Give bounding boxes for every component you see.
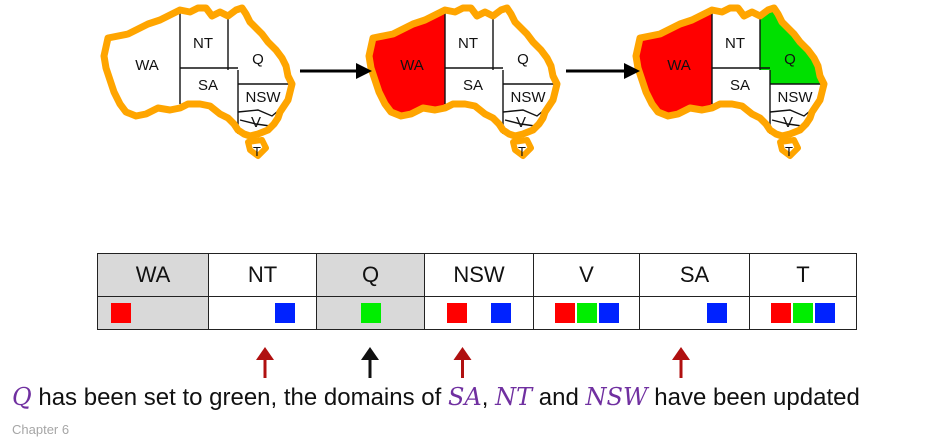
domain-cell-q bbox=[316, 296, 425, 330]
map-label-nt: NT bbox=[725, 35, 745, 52]
caption-comma: , bbox=[481, 384, 496, 411]
header-cell-sa: SA bbox=[639, 253, 750, 297]
map-label-q: Q bbox=[252, 51, 264, 68]
region-t bbox=[510, 137, 534, 159]
domain-cell-t bbox=[749, 296, 857, 330]
map-label-nt: NT bbox=[458, 35, 478, 52]
header-label: Q bbox=[361, 262, 380, 287]
map-label-wa: WA bbox=[400, 57, 424, 74]
caption-text-2: have been updated bbox=[647, 384, 860, 411]
transition-arrowhead-1 bbox=[356, 63, 372, 79]
domain-cell-nt bbox=[208, 296, 317, 330]
swatch-green bbox=[360, 303, 381, 323]
swatch-blue bbox=[274, 303, 295, 323]
map-label-wa: WA bbox=[135, 57, 159, 74]
map-label-sa: SA bbox=[198, 77, 218, 94]
map-label-nt: NT bbox=[193, 35, 213, 52]
domain-cell-sa bbox=[639, 296, 750, 330]
map-1: WA NT SA Q NSW VT bbox=[100, 4, 296, 159]
region-q bbox=[228, 8, 292, 84]
header-label: NT bbox=[247, 262, 278, 287]
map-coastline bbox=[365, 4, 561, 140]
caption-and: and bbox=[532, 384, 586, 411]
swatch-blue bbox=[491, 303, 511, 323]
header-cell-t: T bbox=[749, 253, 857, 297]
header-cell-q: Q bbox=[316, 253, 425, 297]
header-cell-nsw: NSW bbox=[424, 253, 534, 297]
region-border bbox=[771, 119, 803, 127]
domain-table: WA NT Q NSW V SA T bbox=[97, 253, 857, 330]
header-label: T bbox=[796, 262, 810, 287]
caption-var-q: Q bbox=[12, 383, 32, 411]
header-cell-v: V bbox=[533, 253, 640, 297]
map-label-v: V bbox=[516, 114, 526, 131]
pointer-arrowhead-sa bbox=[672, 347, 690, 360]
footer-chapter: Chapter 6 bbox=[12, 422, 70, 437]
swatch-red bbox=[554, 303, 575, 323]
map-label-sa: SA bbox=[730, 77, 750, 94]
swatch-blue bbox=[706, 303, 727, 323]
map-label-wa: WA bbox=[667, 57, 691, 74]
map-label-v: V bbox=[783, 114, 793, 131]
map-label-nsw: NSW bbox=[511, 89, 547, 106]
header-cell-nt: NT bbox=[208, 253, 317, 297]
map-label-nsw: NSW bbox=[778, 89, 814, 106]
map-label-t: T bbox=[518, 144, 526, 159]
caption-text-1: has been set to green, the domains of bbox=[31, 384, 448, 411]
swatch-blue bbox=[598, 303, 619, 323]
map-label-v: V bbox=[251, 114, 261, 131]
swatch-green bbox=[793, 303, 813, 323]
map-2: WA NT SA Q NSW VT bbox=[365, 4, 561, 159]
swatch-red bbox=[447, 303, 467, 323]
map-coastline bbox=[100, 4, 296, 140]
domain-cell-nsw bbox=[424, 296, 534, 330]
domain-cell-v bbox=[533, 296, 640, 330]
pointer-arrowhead-nt bbox=[256, 347, 274, 360]
map-3: WA NT SA Q NSW VT bbox=[632, 4, 828, 159]
map-label-nsw: NSW bbox=[246, 89, 282, 106]
map-label-t: T bbox=[785, 144, 793, 159]
swatch-red bbox=[771, 303, 791, 323]
transition-arrowhead-2 bbox=[624, 63, 640, 79]
region-t bbox=[777, 137, 801, 159]
header-label: NSW bbox=[453, 262, 505, 287]
swatch-red bbox=[111, 303, 131, 323]
pointer-arrowhead-nsw bbox=[453, 347, 472, 360]
header-label: V bbox=[579, 262, 594, 287]
map-label-q: Q bbox=[784, 51, 796, 68]
region-border bbox=[504, 119, 536, 127]
map-label-q: Q bbox=[517, 51, 529, 68]
swatch-blue bbox=[815, 303, 835, 323]
region-q bbox=[493, 8, 557, 84]
header-cell-wa: WA bbox=[97, 253, 209, 297]
swatch-green bbox=[576, 303, 597, 323]
map-coastline bbox=[632, 4, 828, 140]
map-label-t: T bbox=[253, 144, 261, 159]
region-q bbox=[760, 8, 824, 84]
table-domain-row bbox=[97, 296, 857, 330]
table-header-row: WA NT Q NSW V SA T bbox=[97, 253, 857, 297]
region-border bbox=[239, 119, 271, 127]
map-label-sa: SA bbox=[463, 77, 483, 94]
caption: Q has been set to green, the domains of … bbox=[12, 383, 860, 412]
caption-var-nsw: NSW bbox=[585, 383, 648, 411]
domain-cell-wa bbox=[97, 296, 209, 330]
caption-var-sa: SA bbox=[447, 383, 482, 411]
region-t bbox=[245, 137, 269, 159]
header-label: SA bbox=[679, 262, 710, 287]
header-label: WA bbox=[135, 262, 171, 287]
caption-var-nt: NT bbox=[495, 383, 533, 411]
pointer-arrowhead-q bbox=[361, 347, 379, 360]
